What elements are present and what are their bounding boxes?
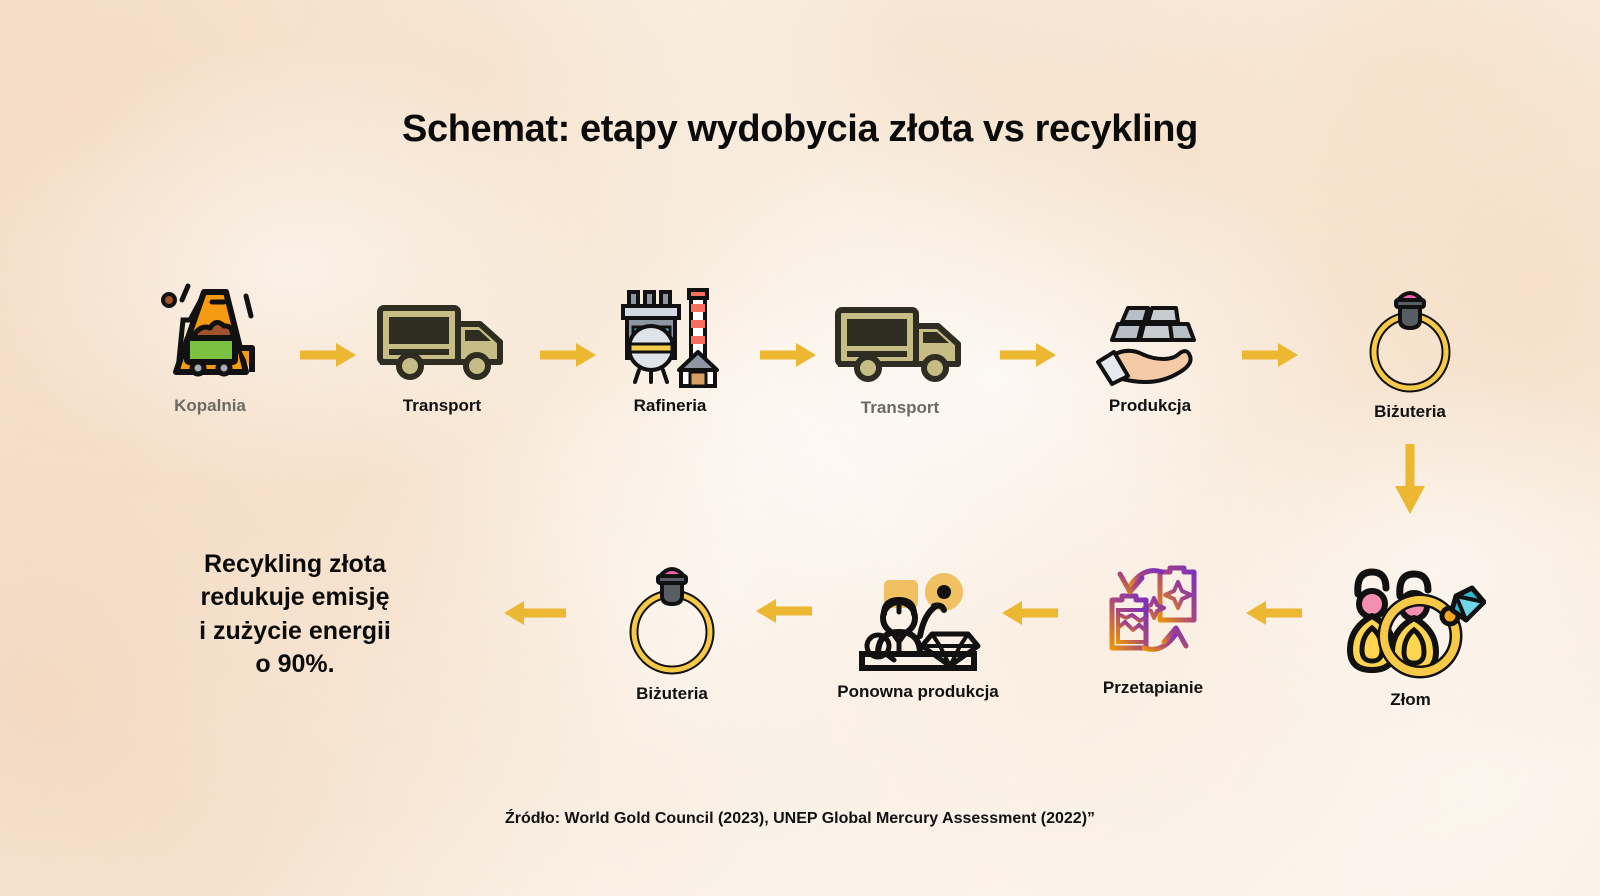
flow-node-przetapianie[interactable]: Przetapianie: [1073, 552, 1233, 698]
flow-label-rafineria: Rafineria: [633, 396, 707, 415]
flow-node-ponowna-produkcja[interactable]: Ponowna produkcja: [820, 570, 1016, 702]
ring-icon: [1330, 282, 1490, 394]
refinery-icon: [590, 286, 750, 388]
flow-label-zlom: Złom: [1390, 690, 1431, 709]
gold-bars-hand-icon: [1070, 300, 1230, 388]
arrow-right-5: [1239, 340, 1302, 375]
arrow-left-1: [1242, 598, 1305, 633]
truck-icon: [820, 298, 980, 390]
arrow-left-3: [752, 596, 815, 631]
page-title: Schemat: etapy wydobycia złota vs recykl…: [402, 108, 1198, 150]
flow-label-transport-2: Transport: [860, 398, 940, 417]
flow-label-transport-1: Transport: [402, 396, 482, 415]
jeweler-bench-icon: [820, 570, 1016, 674]
mine-icon: [130, 276, 290, 388]
flow-label-przetapianie: Przetapianie: [1102, 678, 1204, 697]
truck-icon: [362, 296, 522, 388]
scrap-jewelry-icon: [1328, 552, 1493, 682]
flow-label-kopalnia: Kopalnia: [174, 396, 246, 415]
arrow-down-connector: [1388, 441, 1432, 523]
flow-node-rafineria[interactable]: Rafineria: [590, 286, 750, 416]
flow-label-bizuteria-bottom: Biżuteria: [636, 684, 708, 703]
recycling-callout-line-3: i zużycie energii: [199, 616, 391, 645]
arrow-right-2: [537, 340, 600, 375]
flow-label-ponowna-produkcja: Ponowna produkcja: [837, 682, 999, 701]
flow-node-transport-1[interactable]: Transport: [362, 296, 522, 416]
recycling-callout: Recykling złota redukuje emisję i zużyci…: [150, 548, 440, 681]
flow-label-produkcja: Produkcja: [1108, 396, 1192, 415]
arrow-right-1: [297, 340, 360, 375]
ring-icon: [592, 558, 752, 676]
flow-node-bizuteria-bottom[interactable]: Biżuteria: [592, 558, 752, 704]
source-note: Źródło: World Gold Council (2023), UNEP …: [504, 810, 1096, 827]
flow-label-bizuteria-top: Biżuteria: [1374, 402, 1446, 421]
flow-node-transport-2[interactable]: Transport: [820, 298, 980, 418]
remelt-exchange-icon: [1073, 552, 1233, 670]
recycling-callout-line-2: redukuje emisję: [200, 583, 390, 612]
flow-node-produkcja[interactable]: Produkcja: [1070, 300, 1230, 416]
arrow-right-3: [757, 340, 820, 375]
arrow-right-4: [997, 340, 1060, 375]
recycling-callout-line-1: Recykling złota: [204, 550, 386, 578]
flow-node-kopalnia[interactable]: Kopalnia: [130, 276, 290, 416]
flow-node-zlom[interactable]: Złom: [1328, 552, 1493, 710]
flow-node-bizuteria-top[interactable]: Biżuteria: [1330, 282, 1490, 422]
arrow-left-4: [498, 598, 569, 633]
recycling-callout-line-4: o 90%.: [255, 649, 335, 678]
arrow-left-2: [998, 598, 1061, 633]
